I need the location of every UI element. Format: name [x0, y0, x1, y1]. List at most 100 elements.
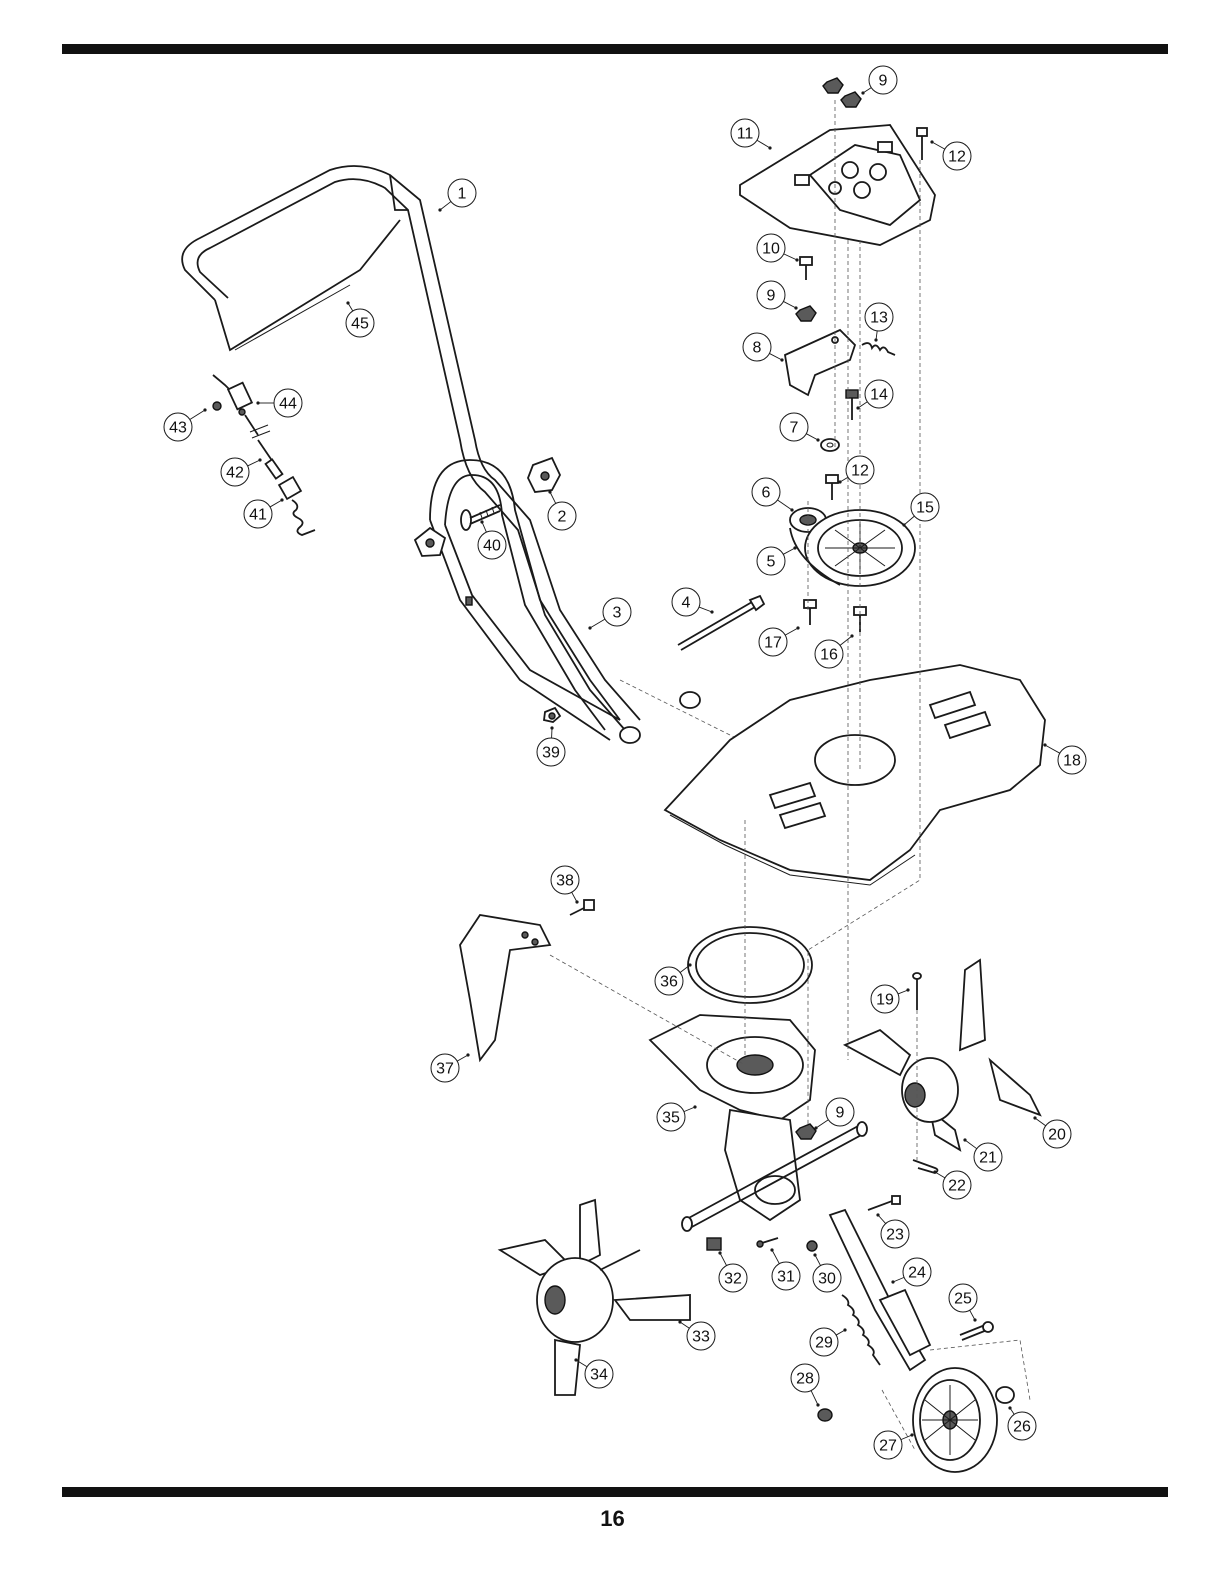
callout-19: 19: [871, 985, 910, 1013]
wheel-axle-bolt: [960, 1322, 993, 1340]
callout-9c: 9: [814, 1098, 854, 1130]
callout-leader-tip: [790, 508, 793, 511]
callout-label: 43: [169, 420, 187, 437]
callout-26: 26: [1008, 1406, 1036, 1440]
callout-leader-tip: [550, 726, 553, 729]
callout-leader-tip: [793, 546, 796, 549]
callout-leader-tip: [861, 91, 864, 94]
callout-label: 39: [542, 745, 560, 762]
callout-leader-tip: [678, 1320, 681, 1323]
callout-4: 4: [672, 588, 714, 616]
callout-leader: [1035, 1118, 1046, 1126]
callout-39: 39: [537, 726, 565, 766]
callout-label: 13: [870, 310, 888, 327]
callout-label: 17: [764, 635, 782, 652]
callout-leader: [550, 492, 556, 503]
callout-44: 44: [256, 389, 302, 417]
callout-34: 34: [574, 1358, 613, 1388]
page-number: 16: [0, 1506, 1225, 1532]
callout-label: 22: [948, 1178, 966, 1195]
callout-31: 31: [770, 1248, 800, 1290]
callout-leader: [965, 1140, 977, 1149]
callout-leader-tip: [258, 458, 261, 461]
callout-leader: [901, 1435, 912, 1440]
depth-stake: [460, 915, 550, 1060]
callout-leader: [778, 500, 792, 510]
callout-21: 21: [963, 1138, 1002, 1171]
upper-handle: [182, 166, 640, 730]
callout-leader-tip: [346, 301, 349, 304]
callout-label: 35: [662, 1110, 680, 1127]
callout-leader-tip: [575, 900, 578, 903]
callout-leader: [270, 500, 282, 507]
callout-leader-tip: [843, 1328, 846, 1331]
callout-leader: [248, 460, 260, 466]
callout-leader-tip: [902, 523, 905, 526]
callout-leader: [720, 1253, 727, 1266]
callout-label: 1: [458, 186, 467, 203]
callout-leader-tip: [930, 140, 933, 143]
callout-leader: [904, 516, 914, 525]
callout-leader-tip: [480, 520, 483, 523]
callout-17: 17: [759, 626, 800, 656]
right-tine-assembly: [845, 960, 1040, 1150]
callout-leader: [572, 892, 577, 902]
callout-11: 11: [731, 119, 772, 150]
callout-leader-tip: [794, 306, 797, 309]
callout-leader-tip: [548, 490, 551, 493]
callout-leader-tip: [850, 634, 853, 637]
callout-label: 26: [1013, 1419, 1031, 1436]
callout-leader: [769, 353, 782, 360]
callout-9b: 9: [757, 281, 798, 310]
callout-12a: 12: [930, 140, 971, 170]
idler-bracket: [785, 330, 855, 395]
callout-30: 30: [813, 1253, 841, 1292]
callout-leader-tip: [768, 146, 771, 149]
callout-41: 41: [244, 498, 284, 528]
callout-leader: [457, 1055, 468, 1061]
callout-29: 29: [810, 1328, 847, 1356]
callout-leader: [440, 202, 451, 210]
callout-5: 5: [757, 546, 797, 575]
callout-label: 3: [613, 605, 622, 622]
callout-leader: [699, 607, 712, 612]
callout-leader-tip: [838, 480, 841, 483]
idler-spring: [862, 343, 895, 355]
wheel-nut: [818, 1409, 832, 1421]
callout-leader-tip: [203, 408, 206, 411]
callout-32: 32: [718, 1251, 747, 1292]
callout-label: 9: [836, 1105, 845, 1122]
callout-label: 34: [590, 1367, 608, 1384]
callout-label: 40: [483, 538, 501, 555]
callout-3: 3: [588, 598, 631, 630]
callout-label: 16: [820, 647, 838, 664]
callout-leader-tip: [906, 988, 909, 991]
callout-label: 14: [870, 387, 888, 404]
carriage-bolt: [461, 505, 500, 530]
callout-37: 37: [431, 1053, 470, 1082]
callout-label: 32: [724, 1271, 742, 1288]
callout-leader: [898, 990, 908, 994]
callout-leader-tip: [814, 1126, 817, 1129]
callout-label: 18: [1063, 753, 1081, 770]
callout-leader: [482, 522, 486, 532]
callout-leader-tip: [816, 438, 819, 441]
transport-wheel: [913, 1368, 997, 1472]
callout-label: 9: [767, 288, 776, 305]
small-hardware-lower: [707, 1196, 900, 1251]
callout-22: 22: [933, 1170, 971, 1199]
callout-label: 30: [818, 1271, 836, 1288]
callout-2: 2: [548, 490, 576, 530]
callout-leader: [1045, 745, 1060, 753]
callout-label: 33: [692, 1329, 710, 1346]
callout-label: 6: [762, 485, 771, 502]
callout-leader-tip: [1033, 1116, 1036, 1119]
callout-leader: [806, 434, 818, 440]
callout-leader: [784, 254, 797, 260]
callout-20: 20: [1033, 1116, 1071, 1148]
callout-label: 44: [279, 396, 297, 413]
wheel-bushing: [996, 1387, 1014, 1403]
callout-label: 28: [796, 1371, 814, 1388]
callout-leader: [815, 1255, 821, 1266]
callout-label: 19: [876, 992, 894, 1009]
